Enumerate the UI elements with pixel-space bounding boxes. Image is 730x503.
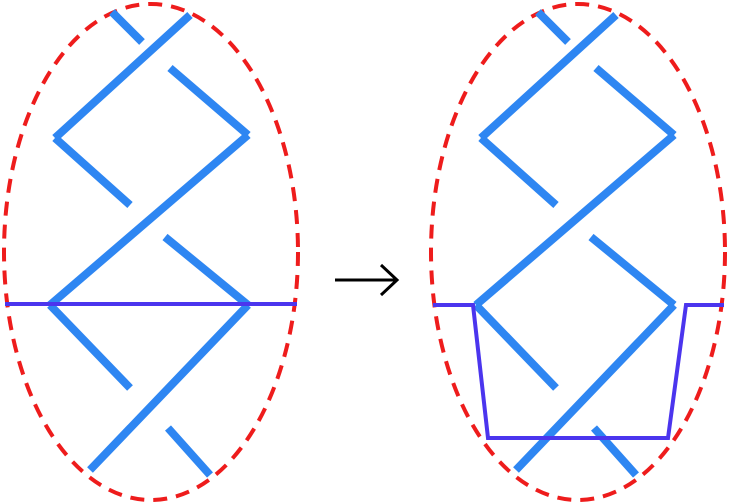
braid-strand [588,233,677,309]
panel-after [429,2,727,502]
panel-before [2,2,300,502]
braid-strand [109,9,145,45]
braid-strand [473,131,677,309]
braid-strand [478,135,559,208]
right-arrow-icon [335,263,400,297]
braid-strand [52,12,193,141]
braid-strand [535,9,571,45]
arc [433,303,724,440]
braid-strand [165,425,213,478]
braid-strand [473,302,559,391]
braid-strand [87,302,251,473]
braid-strand [593,64,677,139]
braid-strand [47,131,251,309]
braid-strand [52,135,133,208]
braid-strand [478,12,619,141]
braid-strand [167,64,251,139]
braid-strand [47,302,133,391]
braid-strand [162,233,251,309]
braid-strand [513,302,677,473]
boundary-ellipse [429,2,727,502]
braid-strand [591,425,639,478]
boundary-ellipse [2,2,300,502]
